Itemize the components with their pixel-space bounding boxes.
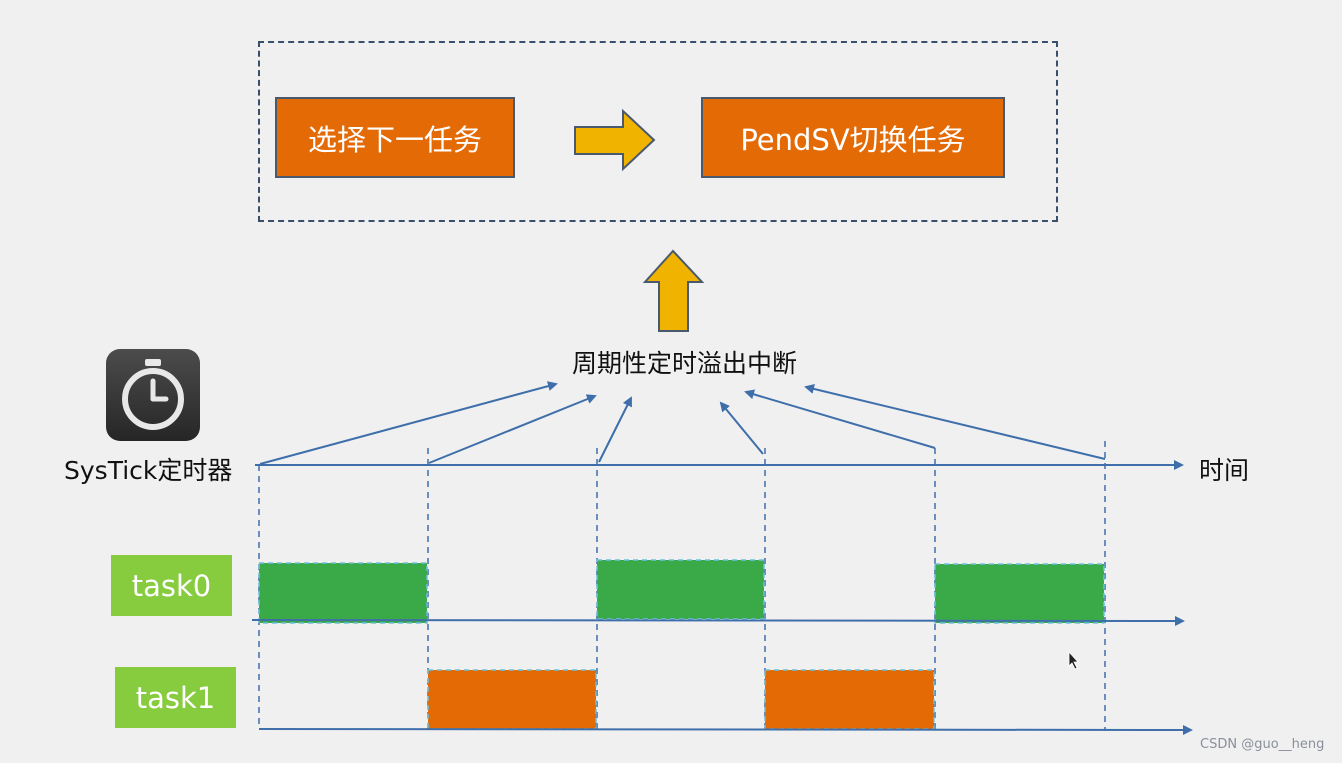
upward-flow-arrow: [642, 249, 705, 332]
interrupt-arrow-3: [719, 401, 764, 455]
task0-slot-2: [596, 559, 765, 620]
interrupt-label: 周期性定时溢出中断: [572, 349, 798, 378]
task0-time-axis: [251, 615, 1185, 626]
task0-label-box: task0: [111, 555, 232, 616]
select-next-task-label: 选择下一任务: [307, 122, 482, 157]
stopwatch-icon: [106, 349, 200, 441]
task0-slot-3: [934, 563, 1105, 624]
interrupt-arrow-1: [428, 394, 597, 464]
task1-label: task1: [135, 680, 216, 715]
pendsv-switch-box: PendSV切换任务: [701, 97, 1005, 178]
task1-label-box: task1: [115, 667, 236, 728]
mouse-cursor-icon: [1068, 650, 1079, 670]
interrupt-arrow-2: [598, 396, 632, 463]
systick-label: SysTick定时器: [64, 456, 233, 485]
pendsv-switch-label: PendSV切换任务: [740, 122, 966, 157]
time-axis-label: 时间: [1199, 456, 1250, 485]
process-container: [258, 41, 1058, 222]
task0-label: task0: [131, 568, 212, 603]
task1-slot-2: [764, 669, 935, 730]
watermark: CSDN @guo__heng: [1200, 737, 1325, 752]
interrupt-arrow-5: [804, 384, 1106, 460]
select-next-task-box: 选择下一任务: [275, 97, 515, 178]
task1-time-axis: [258, 724, 1193, 735]
horizontal-flow-arrow: [574, 108, 656, 172]
interrupt-arrow-0: [259, 381, 558, 465]
interrupt-arrow-4: [744, 389, 936, 449]
task0-slot-1: [258, 562, 428, 624]
task1-slot-1: [427, 669, 597, 730]
